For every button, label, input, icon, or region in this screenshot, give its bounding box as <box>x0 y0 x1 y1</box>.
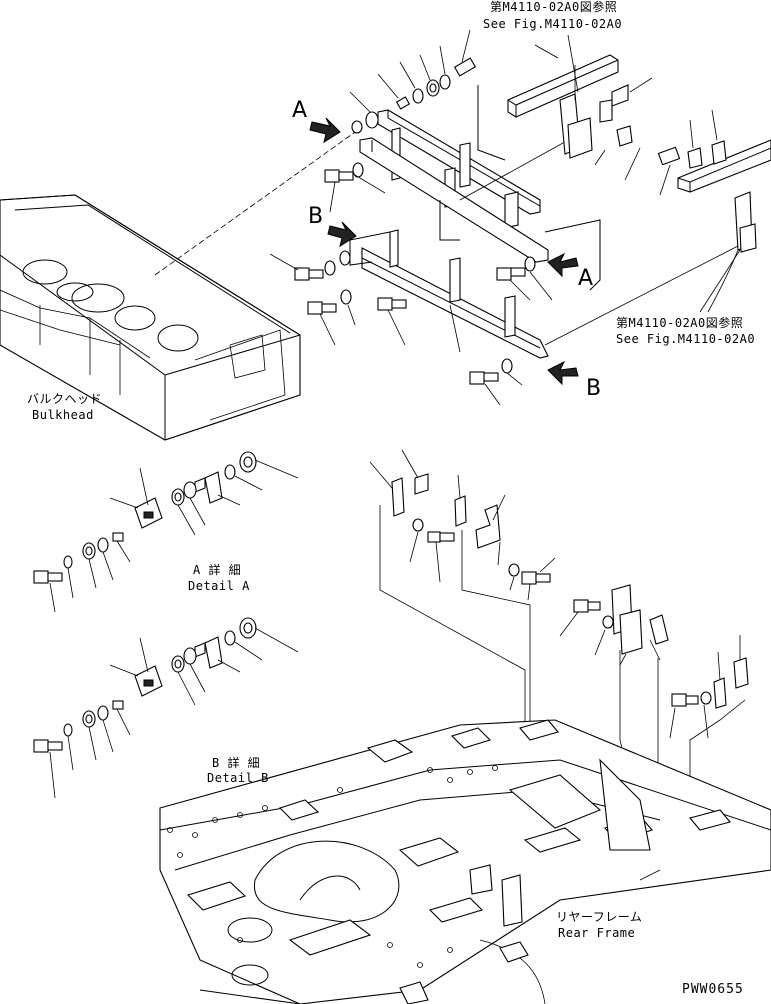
detail-b-parts <box>33 617 299 799</box>
view-arrow-a-left <box>309 117 341 144</box>
upper-fastener-chain <box>349 29 477 134</box>
see-fig-top-label-jp: 第M4110-02A0図参照 <box>490 0 618 14</box>
detail-a-label-jp: A 詳 細 <box>193 563 242 577</box>
view-marker-a-right: A <box>578 266 594 291</box>
upper-right-bolts <box>469 256 553 406</box>
view-arrow-b-right <box>547 360 579 386</box>
view-marker-b-right: B <box>586 376 602 401</box>
right-bracket-parts <box>559 584 749 739</box>
rear-frame-label-en: Rear Frame <box>558 926 636 940</box>
mid-bracket-parts <box>369 449 556 601</box>
detail-b-label-en: Detail B <box>207 771 269 785</box>
detail-b-label-jp: B 詳 細 <box>212 756 261 770</box>
view-arrow-a-right <box>547 252 579 278</box>
view-marker-a-left: A <box>292 98 308 123</box>
view-marker-b-left: B <box>308 204 324 229</box>
bulkhead-label-en: Bulkhead <box>32 408 94 422</box>
rear-frame-label-jp: リヤーフレーム <box>556 910 643 924</box>
upper-right-frame <box>507 54 771 253</box>
detail-a-parts <box>33 451 299 613</box>
view-arrow-b-left <box>327 221 357 248</box>
rear-frame-assembly <box>159 719 771 1004</box>
drawing-code: PWW0655 <box>682 982 744 997</box>
bulkhead-assembly <box>0 194 301 441</box>
upper-left-bolts <box>269 162 461 353</box>
bulkhead-label-jp: バルクヘッド <box>27 392 103 406</box>
see-fig-top-label-en: See Fig.M4110-02A0 <box>483 17 623 31</box>
see-fig-right-label-jp: 第M4110-02A0図参照 <box>616 316 744 330</box>
detail-a-label-en: Detail A <box>188 579 250 593</box>
upper-bracket-assembly <box>349 109 549 359</box>
see-fig-right-label-en: See Fig.M4110-02A0 <box>616 332 756 346</box>
